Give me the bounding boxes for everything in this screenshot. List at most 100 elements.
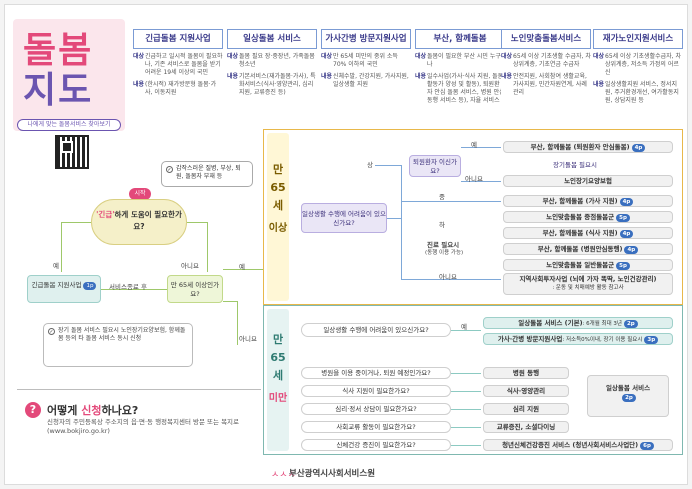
connector — [237, 301, 238, 345]
connector — [61, 222, 62, 272]
question-social[interactable]: 사회교류 활동이 필요한가요? — [301, 421, 451, 433]
connector — [451, 445, 481, 446]
box-label: 일상생활 수행에 어려움이 있으신가요? — [323, 326, 429, 334]
box-label: 심리·정서 상담이 필요한가요? — [335, 405, 417, 413]
connector — [375, 165, 401, 166]
box-sub: : 운동 및 치매예방 활동 참고사 — [552, 285, 624, 291]
daily-care-group[interactable]: 일상돌봄 서비스 2p — [587, 375, 669, 417]
yes-label: 예 — [53, 262, 59, 270]
situation-bubble: ✓ 갑작스러운 질병, 부상, 퇴원, 돌봄자 부재 등 — [161, 161, 253, 187]
box-sub: : 6개월 최대 3년 — [582, 321, 622, 327]
content-key: 내용 — [593, 81, 605, 88]
question-hospital[interactable]: 병원을 이용 중이거나, 퇴원 예정인가요? — [301, 367, 451, 379]
box-label: 교류증진, 소셜다이닝 — [496, 423, 556, 431]
content-key: 내용 — [321, 73, 333, 80]
box-label: 부산, 함께돌봄 (병원안심동행) — [537, 245, 623, 253]
result-meal-support[interactable]: 부산, 함께돌봄 (식사 지원)4p — [503, 227, 673, 239]
connector — [401, 165, 402, 279]
page-tag: 2p — [623, 320, 638, 328]
box-label: 식사 지원이 필요한가요? — [342, 387, 410, 395]
connector — [387, 218, 401, 219]
no-label: 아니요 — [439, 273, 457, 281]
no-label: 아니요 — [465, 175, 483, 183]
note-text: 장기 돌봄 서비스 필요시 노인장기요양보험, 함께돌봄 등의 타 돌봄 서비스… — [58, 327, 186, 342]
level-high: 상 — [367, 161, 373, 169]
box-label: 일상돌봄 서비스 — [605, 384, 651, 392]
over-65-label: 만 65 세 이상 — [267, 133, 289, 301]
age-question-box[interactable]: 만 65세 이상인가요? — [167, 275, 223, 303]
discharge-question-box[interactable]: 퇴원환자 이신가요? — [409, 155, 461, 177]
title-part: 어떻게 — [47, 404, 82, 417]
page-tag: 4p — [624, 246, 639, 254]
connector — [451, 391, 481, 392]
question-meal[interactable]: 식사 지원이 필요한가요? — [301, 385, 451, 397]
result-longterm-insurance[interactable]: 노인장기요양보험 — [503, 175, 673, 187]
question-physical[interactable]: 신체건강 증진이 필요한가요? — [301, 439, 451, 451]
under-65-label: 만 65 세 미만 — [267, 309, 289, 451]
content-value: 일상생활지원 서비스, 정서지원, 주거환경개선, 여가활동지원, 상담지원 등 — [605, 81, 679, 104]
box-label: 식사·영양관리 — [506, 387, 546, 395]
answer-physical[interactable]: 청년신체건강증진 서비스 (청년사회서비스사업단)6p — [483, 439, 673, 451]
qr-code-icon[interactable] — [55, 135, 89, 169]
box-label: 사회교류 활동이 필요한가요? — [336, 423, 416, 431]
howto-description: 신청자의 주민등록상 주소지의 읍·면·동 행정복지센터 방문 또는 복지로(w… — [47, 418, 240, 435]
result-hospital-escort[interactable]: 부산, 함께돌봄 (병원안심동행)4p — [503, 243, 673, 255]
service-title: 가사간병 방문지원사업 — [321, 29, 411, 49]
answer-counseling[interactable]: 심리 지원 — [483, 403, 569, 415]
content-key: 내용 — [133, 81, 145, 88]
connector — [451, 330, 481, 331]
emergency-question[interactable]: '긴급'하게 도움이 필요한가요? — [91, 199, 187, 245]
box-label: 일상생활 수행에 어려움이 있으신가요? — [302, 210, 386, 227]
level-low: 하 — [439, 221, 445, 229]
under-65-daily-question[interactable]: 일상생활 수행에 어려움이 있으신가요? — [301, 323, 451, 337]
howto-title: 어떻게 신청하나요? — [47, 402, 138, 418]
result-discharge-care[interactable]: 부산, 함께돌봄 (퇴원환자 안심돌봄)4p — [503, 141, 673, 153]
box-label: 퇴원환자 이신가요? — [413, 158, 457, 175]
content-key: 내용 — [227, 73, 239, 80]
result-community-investment[interactable]: 지역사회투자사업 (뇌에 가자 똑딱, 노인건강관리) : 운동 및 치매예방 … — [503, 273, 673, 295]
answer-meal[interactable]: 식사·영양관리 — [483, 385, 569, 397]
result-housework-support[interactable]: 부산, 함께돌봄 (가사 지원)4p — [503, 195, 673, 207]
service-title: 노인맞춤돌봄서비스 — [501, 29, 591, 49]
connector — [401, 201, 501, 202]
org-name: 부산광역시사회서비스원 — [289, 469, 376, 479]
connector — [101, 289, 167, 290]
content-value: 신체수발, 간강지원, 가사지원, 일상생활 지원 — [333, 73, 409, 88]
answer-social[interactable]: 교류증진, 소셜다이닝 — [483, 421, 569, 433]
box-label: 병원 동행 — [512, 369, 540, 377]
no-label: 아니요 — [239, 335, 257, 343]
over-65-daily-question[interactable]: 일상생활 수행에 어려움이 있으신가요? — [301, 203, 387, 233]
side-text: 만 — [272, 333, 284, 346]
answer-hospital-escort[interactable]: 병원 동행 — [483, 367, 569, 379]
clinic-sub: (동행 이용 가능) — [425, 250, 464, 256]
box-label: 노인장기요양보험 — [564, 177, 612, 185]
target-value: 만 65세 미만의 중위 소득 70% 이하의 국민 — [333, 53, 398, 68]
box-label: 가사·간병 방문지원사업 — [497, 335, 563, 343]
page-tag: 5p — [616, 214, 630, 222]
question-highlight: '긴급' — [96, 210, 115, 219]
box-label: 긴급돌봄 지원사업 — [31, 281, 82, 289]
side-text: 세 — [272, 199, 284, 212]
connector — [223, 301, 237, 302]
clinic-question: 진료 필요시 — [427, 241, 460, 249]
logo-title: 돌봄 지도 — [23, 31, 93, 111]
page-tag: 5p — [616, 262, 630, 270]
yes-label: 예 — [239, 263, 245, 271]
content-key: 내용 — [415, 73, 427, 80]
start-badge: 시작 — [129, 188, 151, 200]
target-value: 65세 이상 기초생활수급자, 차상위계층, 저소득 가정의 어르신 — [605, 53, 681, 76]
target-value: 돌봄 필요 장·중장년, 가족돌봄 청소년 — [239, 53, 315, 68]
side-text: 65 — [270, 181, 286, 194]
check-icon: ✓ — [166, 166, 173, 173]
question-text: 하게 도움이 필요한가요? — [114, 210, 182, 231]
question-counseling[interactable]: 심리·정서 상담이 필요한가요? — [301, 403, 451, 415]
question-icon: ? — [25, 402, 41, 418]
